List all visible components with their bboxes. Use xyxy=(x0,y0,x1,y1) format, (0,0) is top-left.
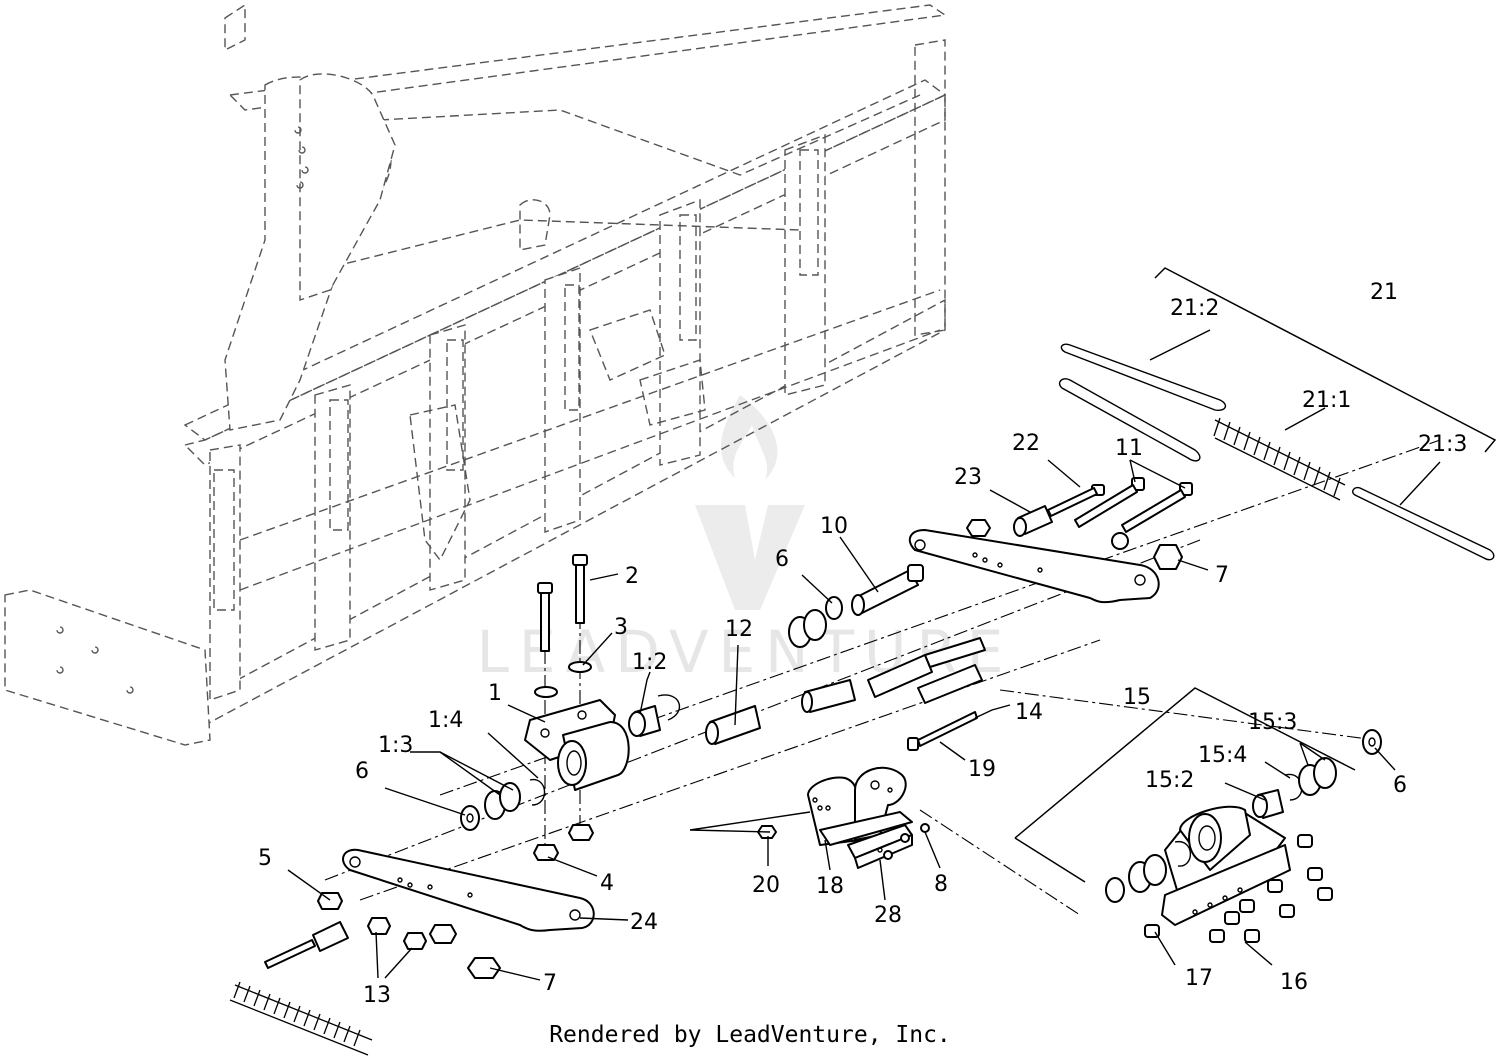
extension-spring-21-1 xyxy=(1213,417,1346,501)
callout-6-right: 6 xyxy=(1393,773,1407,798)
bearing-upper-b xyxy=(803,609,827,641)
housing-assembly-15 xyxy=(1161,805,1291,926)
callout-14: 14 xyxy=(1015,700,1043,725)
callout-5: 5 xyxy=(258,846,272,871)
callout-21-3: 21:3 xyxy=(1418,432,1467,457)
bolt-11 xyxy=(1074,477,1193,550)
nut-upper-small xyxy=(966,519,991,537)
washer-15-front xyxy=(1105,877,1125,903)
washer-6-upper xyxy=(825,596,843,620)
snap-ring-15-front xyxy=(1174,841,1192,867)
washer-6-right xyxy=(1362,729,1382,755)
callout-17: 17 xyxy=(1185,966,1213,991)
group-bracket-15 xyxy=(1014,687,1356,839)
nut-7-lower xyxy=(467,957,501,979)
bearing-15-b xyxy=(1143,854,1167,886)
callout-1: 1 xyxy=(488,681,502,706)
washer-3b xyxy=(568,661,592,673)
bearing-1-3b xyxy=(499,782,521,812)
callout-4: 4 xyxy=(600,871,614,896)
callout-15-2: 15:2 xyxy=(1145,768,1194,793)
nut-7-upper xyxy=(1153,544,1183,570)
watermark-flame-icon xyxy=(721,395,778,480)
callout-1-4: 1:4 xyxy=(428,708,463,733)
lower-extension-spring xyxy=(229,981,373,1056)
nut-4 xyxy=(533,824,594,861)
lower-link-arm-24 xyxy=(342,848,595,932)
callout-28: 28 xyxy=(874,903,902,928)
callout-6-left: 6 xyxy=(355,759,369,784)
callout-7-lower: 7 xyxy=(543,971,557,996)
callout-15: 15 xyxy=(1123,685,1151,710)
washer-3a xyxy=(534,686,558,698)
bracket-18 xyxy=(807,766,913,846)
callout-6-upper: 6 xyxy=(775,547,789,572)
callout-labels: 2 3 1:2 12 1 1:4 1:3 6 4 5 24 13 7 6 10 … xyxy=(258,280,1467,1008)
parts xyxy=(229,477,1382,1056)
bushing-1-2 xyxy=(628,694,681,737)
callout-2: 2 xyxy=(625,564,639,589)
callout-13: 13 xyxy=(363,983,391,1008)
bolt-2 xyxy=(537,554,588,652)
callout-20: 20 xyxy=(752,873,780,898)
callout-10: 10 xyxy=(820,514,848,539)
callout-15-3: 15:3 xyxy=(1248,710,1297,735)
callout-11: 11 xyxy=(1115,436,1143,461)
upper-link-arm xyxy=(908,529,1160,604)
callout-12: 12 xyxy=(725,617,753,642)
pin-22 xyxy=(1047,484,1105,517)
pivot-bracket-1 xyxy=(524,699,630,791)
rendered-by-credit: Rendered by LeadVenture, Inc. xyxy=(549,1022,951,1048)
spring-rod-21-3 xyxy=(1352,486,1495,561)
callout-21: 21 xyxy=(1370,280,1398,305)
shaft-pin-14 xyxy=(801,637,986,713)
callout-15-4: 15:4 xyxy=(1198,743,1247,768)
callout-16: 16 xyxy=(1280,970,1308,995)
callout-24: 24 xyxy=(630,910,658,935)
washer-6-left xyxy=(460,805,480,831)
group-bracket-21 xyxy=(1154,267,1497,453)
block-28 xyxy=(847,824,913,869)
bearing-15-3b xyxy=(1313,757,1337,789)
lower-stud xyxy=(264,921,349,969)
spring-assembly-21 xyxy=(1058,343,1495,561)
callout-22: 22 xyxy=(1012,431,1040,456)
watermark-v-logo-icon xyxy=(695,505,805,610)
screws-8 xyxy=(883,823,930,860)
callout-1-2: 1:2 xyxy=(632,650,667,675)
nuts-13 xyxy=(367,917,457,950)
callout-3: 3 xyxy=(614,615,628,640)
callout-19: 19 xyxy=(968,757,996,782)
callout-7-upper: 7 xyxy=(1215,563,1229,588)
callout-21-2: 21:2 xyxy=(1170,296,1219,321)
callout-8: 8 xyxy=(934,872,948,897)
shaft-10 xyxy=(851,564,924,616)
spring-rod-21-2-upper xyxy=(1060,343,1227,412)
callout-23: 23 xyxy=(954,465,982,490)
leader-lines xyxy=(287,267,1497,981)
callout-21-1: 21:1 xyxy=(1302,388,1351,413)
snap-ring-1-4 xyxy=(529,779,546,806)
spring-rod-21-2-lower xyxy=(1058,378,1201,462)
long-bolt-19 xyxy=(907,711,978,751)
cap-screws-16 xyxy=(1209,834,1333,943)
callout-1-3: 1:3 xyxy=(378,733,413,758)
nut-5 xyxy=(317,892,343,910)
stud-23 xyxy=(1013,505,1053,537)
frame-assembly xyxy=(4,3,947,746)
callout-18: 18 xyxy=(816,874,844,899)
